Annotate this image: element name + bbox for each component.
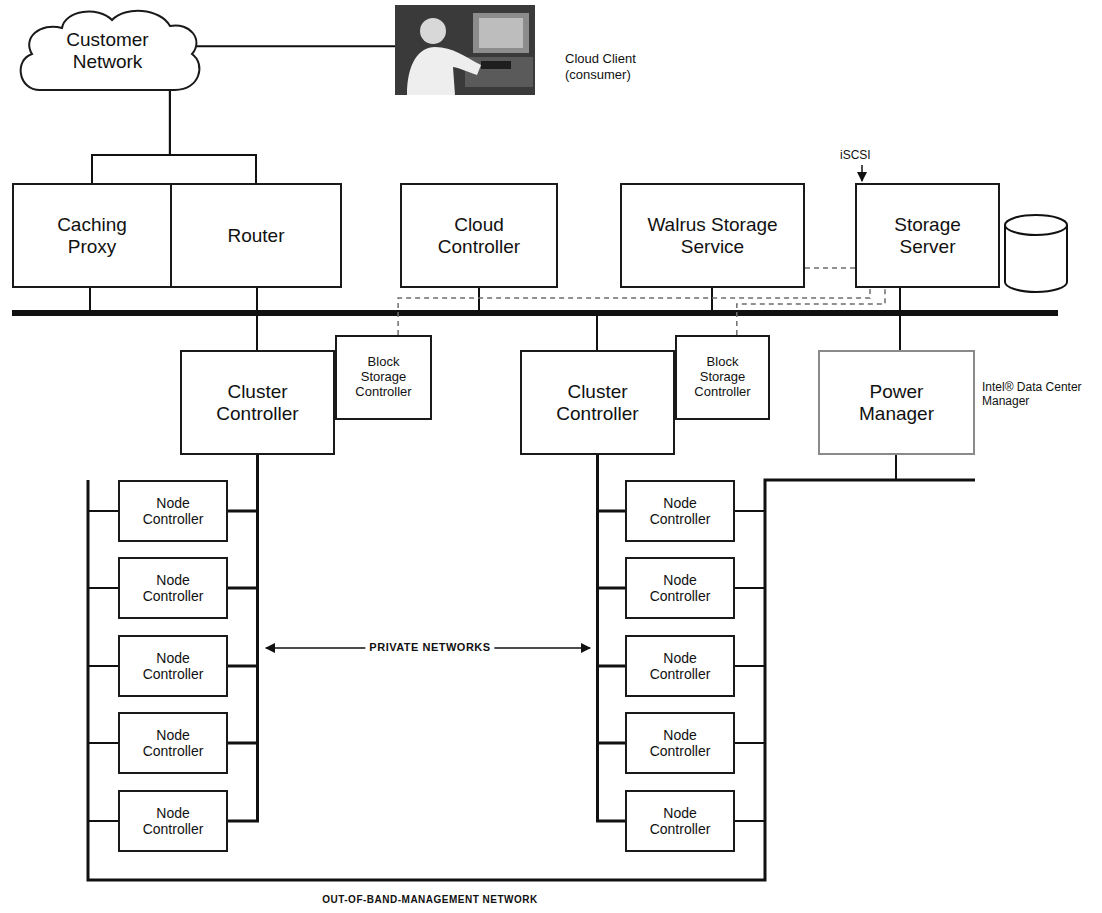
bus-stub [596,313,598,350]
server-box: Walrus Storage Service [620,183,805,288]
node-label: Caching Proxy [42,214,142,258]
storage-controller-box: Block Storage Controller [335,335,432,420]
node-label: Node Controller [131,495,215,527]
node-controller-box: Node Controller [625,790,735,852]
node-controller-box: Node Controller [625,480,735,542]
network-link [228,455,258,743]
network-label: PRIVATE NETWORKS [365,641,494,654]
client-photo-illustration [395,5,535,95]
storage-controller-box: Block Storage Controller [675,335,770,420]
network-link [598,455,626,743]
network-link [598,455,626,821]
photo-person [407,47,481,95]
bus-stub [89,288,91,313]
out-of-band-stub [88,665,118,667]
node-label: Storage Server [873,214,983,258]
client-caption: Cloud Client (consumer) [565,51,649,82]
out-of-band-stub [88,820,118,822]
photo-monitor [473,13,529,53]
disk-cylinder-top [1005,215,1067,235]
bus-stub [256,288,258,350]
out-of-band-stub [735,665,765,667]
node-controller-box: Node Controller [625,712,735,774]
network-link [228,455,258,821]
node-label: Node Controller [638,650,722,682]
server-box: Storage Server [855,183,1000,288]
node-controller-box: Node Controller [625,635,735,697]
node-label: Node Controller [638,727,722,759]
node-label: Customer Network [48,29,168,73]
photo-keyboard [481,61,511,69]
node-controller-box: Node Controller [118,635,228,697]
out-of-band-stub [895,455,897,480]
node-label: Walrus Storage Service [638,214,788,258]
node-label: Block Storage Controller [348,355,420,400]
iscsi-arrow [861,165,863,181]
iscsi-link [737,288,885,335]
server-box: Router [170,183,342,288]
cloud-shape [21,11,200,90]
server-box: Caching Proxy [12,183,172,288]
network-link [598,455,626,666]
controller-box: Cluster Controller [180,350,335,455]
node-label: Node Controller [638,572,722,604]
power-manager-box: Power Manager [818,350,975,455]
backbone-bus [12,310,1058,316]
controller-box: Cluster Controller [520,350,675,455]
node-label: Block Storage Controller [687,355,759,400]
out-of-band-stub [88,742,118,744]
out-of-band-stub [735,587,765,589]
iscsi-link [805,267,855,269]
network-link [598,455,626,588]
network-cloud: Customer Network [10,4,205,92]
server-box: Cloud Controller [400,183,558,288]
node-label: Node Controller [638,495,722,527]
network-link [170,90,256,183]
product-note: Intel® Data Center Manager [982,380,1082,409]
iscsi-link [398,288,870,335]
node-label: Cluster Controller [203,381,313,425]
node-controller-box: Node Controller [118,712,228,774]
out-of-band-network [88,480,975,880]
network-link [92,90,170,183]
bus-stub [899,288,901,350]
out-of-band-stub [735,820,765,822]
out-of-band-stub [735,742,765,744]
node-label: Node Controller [638,805,722,837]
network-link [598,455,626,511]
network-link [196,45,395,47]
node-label: Node Controller [131,572,215,604]
bus-stub [478,288,480,313]
node-label: Cluster Controller [543,381,653,425]
node-controller-box: Node Controller [118,557,228,619]
photo-head [420,18,446,44]
network-link [228,455,258,588]
photo-screen [479,18,523,48]
node-controller-box: Node Controller [118,790,228,852]
node-label: Node Controller [131,650,215,682]
out-of-band-stub [88,510,118,512]
node-controller-box: Node Controller [118,480,228,542]
node-label: Router [227,225,284,247]
network-link [228,455,258,666]
network-label: OUT-OF-BAND-MANAGEMENT NETWORK [318,894,542,906]
photo-ground [395,5,535,95]
node-label: Node Controller [131,805,215,837]
bus-stub [711,288,713,313]
node-label: Cloud Controller [424,214,534,258]
node-label: Node Controller [131,727,215,759]
node-label: Power Manager [842,381,952,425]
network-link [228,455,258,511]
protocol-label: iSCSI [840,148,871,162]
node-controller-box: Node Controller [625,557,735,619]
out-of-band-stub [88,587,118,589]
client-photo: Cloud Client (consumer) [395,5,535,95]
out-of-band-stub [735,510,765,512]
